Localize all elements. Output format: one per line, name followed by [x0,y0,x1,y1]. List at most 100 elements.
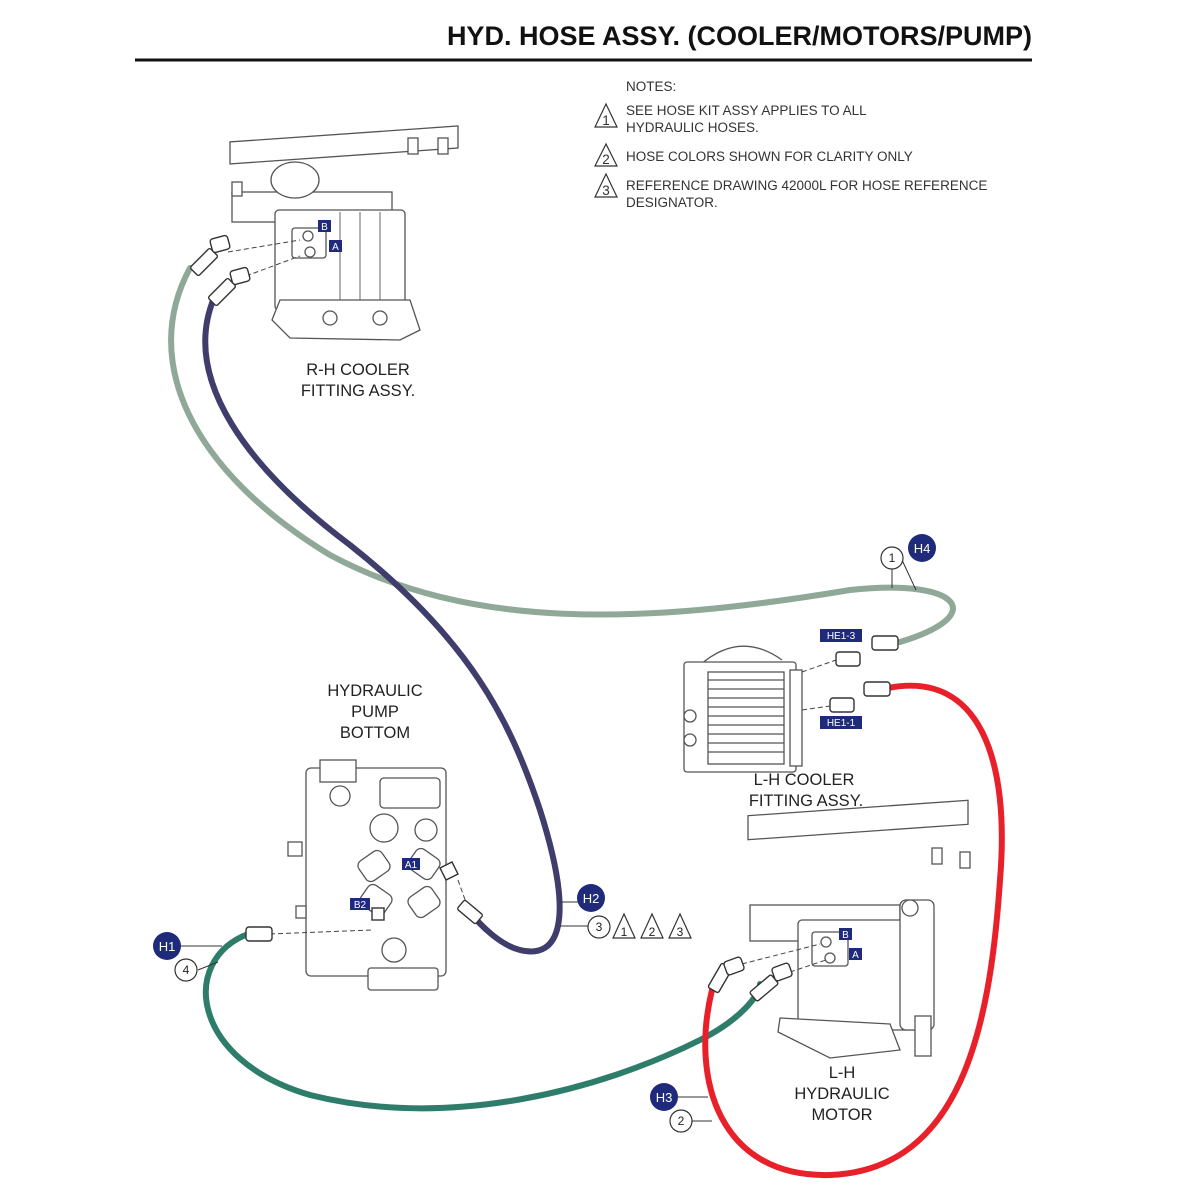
page-title: HYD. HOSE ASSY. (COOLER/MOTORS/PUMP) [447,21,1032,51]
lh-cooler-tank [789,669,803,767]
note-line: HYDRAULIC HOSES. [626,120,759,135]
note-triangle-icon [612,912,636,939]
rh-cooler-port-a-badge [329,240,342,252]
note-2: 2 HOSE COLORS SHOWN FOR CLARITY ONLY [594,142,913,167]
note-3: 3 REFERENCE DRAWING 42000L FOR HOSE REFE… [594,172,987,210]
note-ref: 1 [621,925,628,939]
lh-cooler-core [707,671,785,765]
lh-motor-bolt-icon [959,851,971,869]
note-1: 1 SEE HOSE KIT ASSY APPLIES TO ALL HYDRA… [594,102,867,135]
rh-cooler-label: R-H COOLER [306,361,410,379]
lh-motor-port-a-badge [849,948,862,960]
lh-cooler-port-bottom: HE1-1 [827,718,856,729]
pump-side-fitting [295,905,307,919]
note-triangle-icon [668,912,692,939]
hose-fittings [189,234,899,1002]
pump-label: HYDRAULIC [327,682,422,700]
rh-cooler-base [271,299,421,341]
lh-motor-label: L-H [829,1064,856,1082]
pump-port-b2-badge [350,898,370,910]
pump-base [367,967,439,991]
lh-motor-base [777,1017,901,1059]
hose-id-badge [908,534,936,562]
lh-motor-housing [899,899,935,1031]
hose-end-nut [723,956,745,976]
item-number: 4 [183,963,190,977]
pump-a1-elbow [439,861,459,881]
pump-label: BOTTOM [340,724,410,742]
notes-block: NOTES: 1 SEE HOSE KIT ASSY APPLIES TO AL… [594,79,987,210]
note-line: DESIGNATOR. [626,195,718,210]
callout-h2: H2 3 1 2 3 [560,884,692,939]
item-number-circle [669,1109,693,1133]
note-marker: 1 [602,113,610,128]
hose-h3[interactable] [702,682,1005,1179]
pump-fitting [407,885,441,919]
rh-cooler-port-a: A [332,242,339,253]
pump-label: PUMP [351,703,399,721]
callout-h4: H4 1 [880,534,936,591]
lh-motor-port-b: B [842,930,849,941]
note-ref: 2 [649,925,656,939]
note-ref: 3 [677,925,684,939]
callout-h3: H3 2 [650,1083,712,1133]
pump-shaft-housing [379,777,441,809]
rh-cooler-port-b: B [321,222,328,233]
pump-port-a1: A1 [405,860,418,871]
lh-cooler-port-top: HE1-3 [827,631,856,642]
note-line: REFERENCE DRAWING 42000L FOR HOSE REFERE… [626,178,987,193]
notes-heading: NOTES: [626,79,676,94]
item-number: 3 [596,920,603,934]
lh-hydraulic-motor: B A L-H HYDRAULIC MOTOR [741,799,971,1124]
hose-id: H3 [656,1090,673,1105]
hose-end-fitting [245,926,273,942]
rh-cooler-assembly: B A R-H COOLER FITTING ASSY. [227,125,459,400]
hose-end-nut [209,234,231,254]
lh-cooler-fitting-top [835,651,861,667]
note-triangle-icon [594,172,618,198]
lh-cooler-port-top-badge [820,629,862,642]
item-number: 2 [678,1114,685,1128]
lh-motor-label: MOTOR [811,1106,872,1124]
pump-port-a1-badge [402,858,420,870]
pump-b2-fitting [371,907,385,921]
note-triangle-icon [594,102,618,128]
rh-cooler-bolt-icon [407,137,419,155]
lh-motor-port-a: A [852,950,859,961]
hose-id: H1 [159,939,176,954]
item-number-circle [880,546,904,570]
rh-cooler-port-b-badge [318,220,331,232]
lh-cooler-port-bottom-badge [820,716,862,729]
hose-end-fitting [863,681,891,697]
pump-side-fitting [287,841,303,857]
hoses [168,265,1005,1179]
rh-cooler-pivot [270,161,320,199]
callout-h1: H1 4 [153,932,222,982]
rh-cooler-bolt-icon [231,181,243,197]
lh-motor-frame [747,799,969,841]
hose-h4[interactable] [168,265,956,645]
hydraulic-pump: A1 B2 HYDRAULIC PUMP BOTTOM [269,682,469,991]
item-number-circle [174,958,198,982]
note-triangle-icon [640,912,664,939]
hose-end-nut [229,266,251,286]
lh-cooler-assembly: HE1-3 HE1-1 L-H COOLER FITTING ASSY. [683,629,863,810]
note-marker: 2 [602,152,610,167]
rh-cooler-label: FITTING ASSY. [301,382,415,400]
hose-h2[interactable] [202,295,563,955]
lh-motor-bolt-icon [931,847,943,865]
lh-motor-bracket [914,1015,932,1057]
hose-h1[interactable] [202,931,763,1112]
hose-id: H4 [914,541,931,556]
lh-cooler-label: FITTING ASSY. [749,792,863,810]
rh-cooler-port-block [291,227,327,259]
lh-motor-port-b-badge [839,928,852,940]
hose-id-badge [577,884,605,912]
pump-fitting [357,849,391,883]
note-line: HOSE COLORS SHOWN FOR CLARITY ONLY [626,149,913,164]
note-triangle-icon [594,142,618,167]
hose-id-badge [153,932,181,960]
item-number-circle [587,915,611,939]
lh-cooler-label: L-H COOLER [754,771,855,789]
